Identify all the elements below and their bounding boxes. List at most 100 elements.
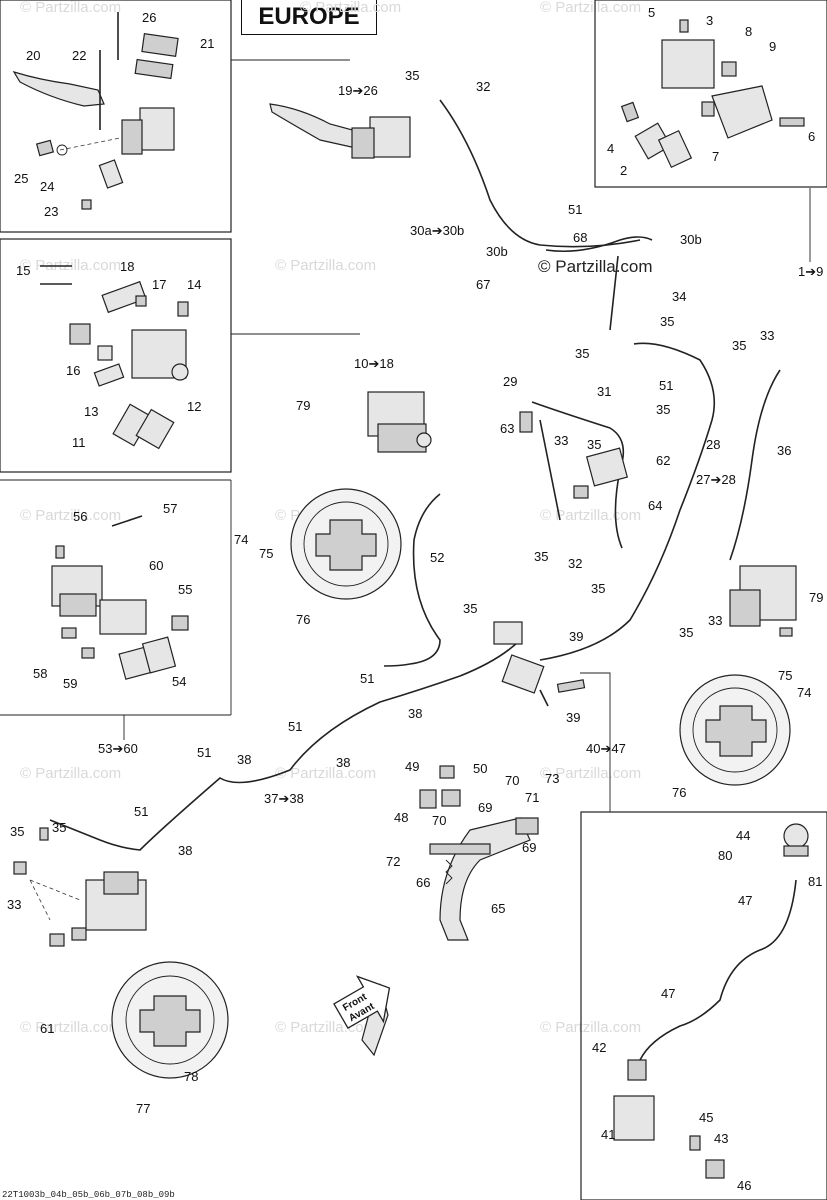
watermark: © Partzilla.com — [540, 1019, 641, 1036]
callout-label: 64 — [648, 498, 662, 513]
callout-label: 76 — [672, 785, 686, 800]
callout-label: 73 — [545, 771, 559, 786]
center-watermark: © Partzilla.com — [538, 257, 653, 276]
callout-label: 71 — [525, 790, 539, 805]
callout-label: 30a➔30b — [410, 223, 464, 238]
callout-label: 13 — [84, 404, 98, 419]
rear-caliper-exploded-left — [0, 479, 232, 716]
callout-label: 1➔9 — [798, 264, 823, 279]
callout-label: 72 — [386, 854, 400, 869]
callout-label: 54 — [172, 674, 186, 689]
callout-label: 60 — [149, 558, 163, 573]
callout-label: 51 — [659, 378, 673, 393]
watermark: © Partzilla.com — [20, 765, 121, 782]
part-labels: 5 3 8 9 4 2 7 6 26 22 21 20 25 24 23 19➔… — [7, 5, 823, 1193]
callout-label: 61 — [40, 1021, 54, 1036]
callout-label: 80 — [718, 848, 732, 863]
callout-label: 76 — [296, 612, 310, 627]
callout-label: 10➔18 — [354, 356, 394, 371]
rear-master-cylinder-reservoir — [613, 823, 809, 1179]
callout-label: 14 — [187, 277, 201, 292]
callout-label: 75 — [259, 546, 273, 561]
distribution-block — [519, 411, 629, 499]
callout-label: 32 — [476, 79, 490, 94]
callout-label: 38 — [336, 755, 350, 770]
front-caliper-exploded-top — [620, 19, 805, 169]
callout-label: 35 — [679, 625, 693, 640]
callout-label: 30b — [680, 232, 702, 247]
watermark: © Partzilla.com — [20, 1019, 121, 1036]
callout-label: 35 — [405, 68, 419, 83]
caliper-exploded-mid-left — [40, 265, 189, 450]
callout-label: 29 — [503, 374, 517, 389]
watermarks: © Partzilla.com © Partzilla.com © Partzi… — [20, 0, 653, 1036]
callout-label: 77 — [136, 1101, 150, 1116]
watermark: © Partzilla.com — [275, 1019, 376, 1036]
callout-label: 18 — [120, 259, 134, 274]
callout-label: 65 — [491, 901, 505, 916]
callout-label: 31 — [597, 384, 611, 399]
callout-label: 69 — [522, 840, 536, 855]
callout-label: 51 — [568, 202, 582, 217]
callout-label: 56 — [73, 509, 87, 524]
callout-label: 70 — [432, 813, 446, 828]
callout-label: 74 — [234, 532, 248, 547]
callout-label: 52 — [430, 550, 444, 565]
leader-line — [580, 672, 611, 812]
callout-label: 48 — [394, 810, 408, 825]
callout-label: 39 — [566, 710, 580, 725]
watermark: © Partzilla.com — [540, 0, 641, 16]
callout-label: 62 — [656, 453, 670, 468]
callout-label: 28 — [706, 437, 720, 452]
callout-label: 69 — [478, 800, 492, 815]
callout-label: 35 — [575, 346, 589, 361]
callout-label: 57 — [163, 501, 177, 516]
callout-label: 17 — [152, 277, 166, 292]
callout-label: 35 — [463, 601, 477, 616]
callout-label: 38 — [178, 843, 192, 858]
callout-label: 35 — [587, 437, 601, 452]
handlebar-master-cylinder — [269, 103, 411, 159]
callout-label: 35 — [660, 314, 674, 329]
callout-label: 42 — [592, 1040, 606, 1055]
callout-label: 49 — [405, 759, 419, 774]
callout-label: 37➔38 — [264, 791, 304, 806]
region-title: EUROPE — [241, 0, 377, 35]
callout-label: 53➔60 — [98, 741, 138, 756]
callout-label: 20 — [26, 48, 40, 63]
callout-label: 63 — [500, 421, 514, 436]
callout-label: 6 — [808, 129, 815, 144]
callout-label: 7 — [712, 149, 719, 164]
inset-box-bottom-right — [580, 811, 827, 1200]
callout-label: 35 — [534, 549, 548, 564]
callout-label: 38 — [408, 706, 422, 721]
callout-label: 23 — [44, 204, 58, 219]
callout-label: 51 — [134, 804, 148, 819]
callout-label: 25 — [14, 171, 28, 186]
watermark: © Partzilla.com — [20, 0, 121, 16]
callout-label: 8 — [745, 24, 752, 39]
watermark: © Partzilla.com — [300, 0, 401, 16]
callout-label: 47 — [661, 986, 675, 1001]
callout-label: 35 — [591, 581, 605, 596]
callout-label: 51 — [360, 671, 374, 686]
callout-label: 34 — [672, 289, 686, 304]
callout-label: 51 — [288, 719, 302, 734]
watermark: © Partzilla.com — [275, 765, 376, 782]
watermark: © Partzilla.com — [540, 765, 641, 782]
callout-label: 79 — [809, 590, 823, 605]
callout-label: 46 — [737, 1178, 751, 1193]
callout-label: 45 — [699, 1110, 713, 1125]
callout-label: 35 — [732, 338, 746, 353]
callout-label: 41 — [601, 1127, 615, 1142]
callout-label: 5 — [648, 5, 655, 20]
callout-label: 16 — [66, 363, 80, 378]
callout-label: 33 — [760, 328, 774, 343]
callout-label: 15 — [16, 263, 30, 278]
callout-label: 47 — [738, 893, 752, 908]
callout-label: 43 — [714, 1131, 728, 1146]
callout-label: 44 — [736, 828, 750, 843]
callout-label: 22 — [72, 48, 86, 63]
